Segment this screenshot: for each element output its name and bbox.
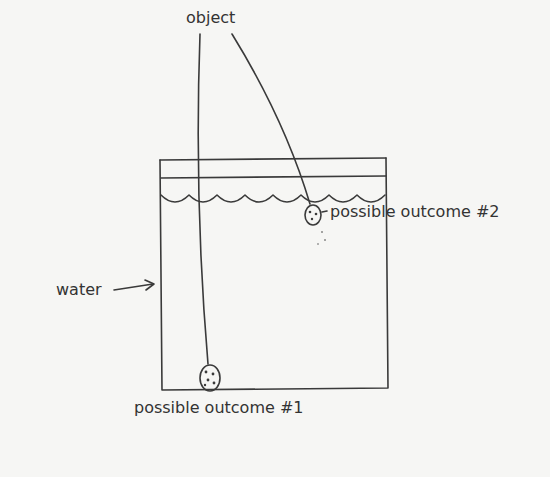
water-waves <box>161 195 385 202</box>
outcome-label: possible outcome #2 <box>330 202 506 221</box>
water-surface <box>161 176 386 178</box>
leader-line <box>232 34 310 204</box>
container-rim <box>160 158 386 160</box>
floating-object <box>305 205 321 225</box>
leader-line <box>322 211 327 212</box>
arrow-head <box>145 280 154 290</box>
object-label: object <box>186 8 235 27</box>
water-label: water <box>56 280 102 299</box>
outcome-label: possible outcome #1 <box>134 398 310 417</box>
sunk-object <box>200 365 220 391</box>
container-wall <box>160 158 388 390</box>
leader-line <box>198 34 208 364</box>
